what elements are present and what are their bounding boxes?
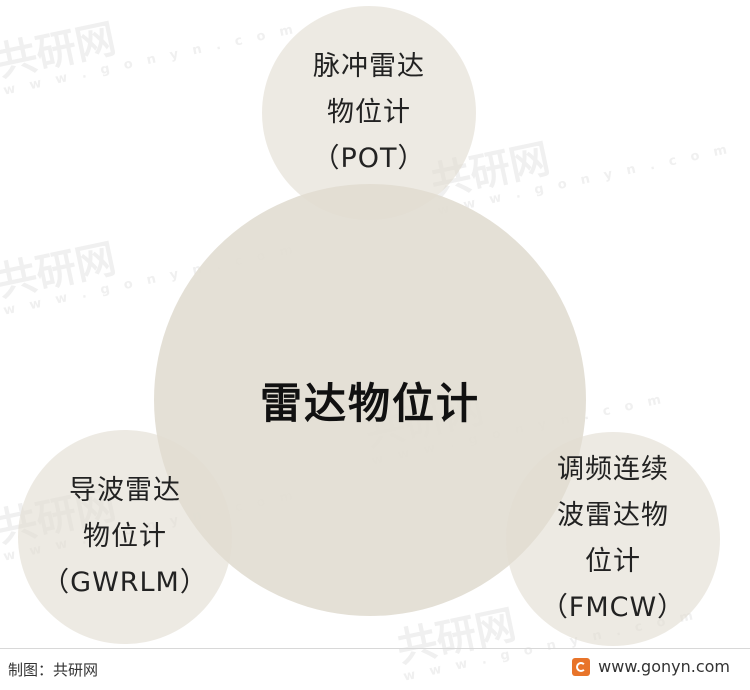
- node-pot-line: （POT）: [312, 143, 426, 174]
- node-fmcw-line: 位计: [585, 546, 641, 577]
- node-gwrlm-line: 导波雷达: [69, 475, 181, 506]
- node-pot-line: 脉冲雷达: [313, 51, 425, 82]
- node-gwrlm-line: 物位计: [83, 521, 167, 552]
- gonyn-logo-icon: [572, 657, 591, 676]
- center-title: 雷达物位计: [259, 378, 480, 428]
- footer-website-text: www.gonyn.com: [598, 657, 730, 676]
- node-gwrlm-circle: 导波雷达 物位计 （GWRLM）: [18, 430, 232, 644]
- footer-divider: [0, 648, 750, 649]
- watermark: 共研网 w w w . g o n y n . c o m: [0, 15, 300, 99]
- node-gwrlm-label: 导波雷达 物位计 （GWRLM）: [42, 468, 208, 606]
- node-fmcw-line: 波雷达物: [557, 500, 669, 531]
- node-pot-line: 物位计: [327, 97, 411, 128]
- footer-source: 制图：共研网: [8, 661, 99, 679]
- footer-website: www.gonyn.com: [572, 657, 730, 676]
- node-fmcw-line: （FMCW）: [540, 592, 686, 623]
- node-fmcw-label: 调频连续 波雷达物 位计 （FMCW）: [541, 447, 685, 631]
- node-gwrlm-line: （GWRLM）: [42, 567, 208, 598]
- node-pot-circle: 脉冲雷达 物位计 （POT）: [262, 6, 476, 220]
- node-pot-label: 脉冲雷达 物位计 （POT）: [312, 44, 425, 182]
- node-fmcw-line: 调频连续: [557, 454, 669, 485]
- node-fmcw-circle: 调频连续 波雷达物 位计 （FMCW）: [506, 432, 720, 646]
